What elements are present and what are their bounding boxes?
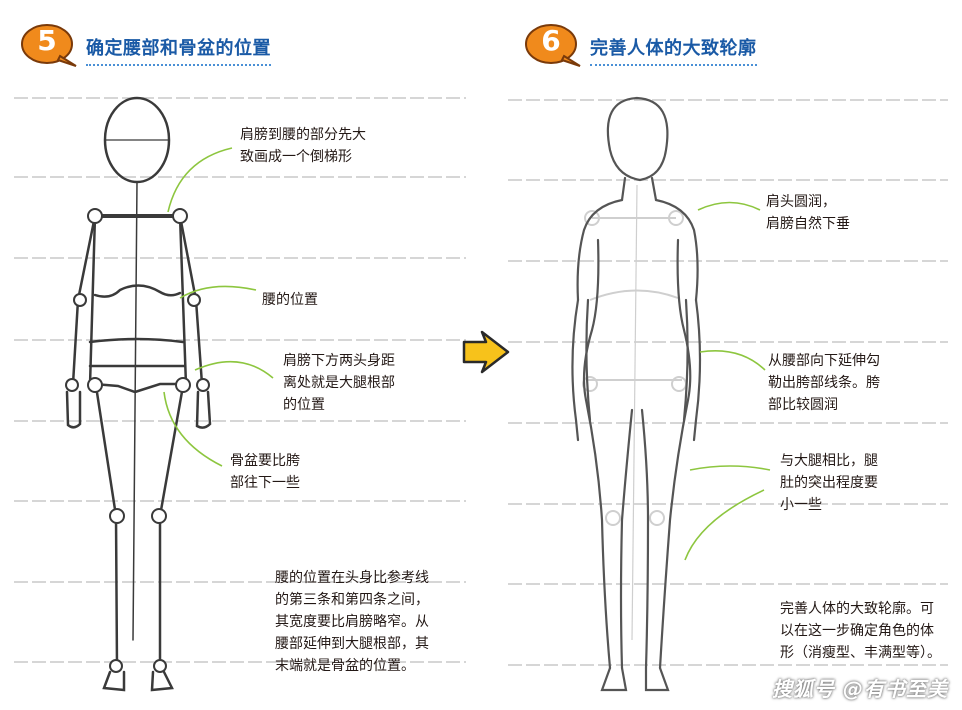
note-hip: 从腰部向下延伸勾 勒出胯部线条。胯 部比较圆润	[768, 353, 880, 413]
note-calf: 与大腿相比，腿 肚的突出程度要 小一些	[780, 453, 878, 513]
note-shoulder-waist: 肩膀到腰的部分先大 致画成一个倒梯形	[240, 127, 366, 165]
step-title: 完善人体的大致轮廓	[590, 34, 757, 66]
joint-circles	[65, 208, 210, 673]
head-ratio-guide-lines	[14, 97, 466, 663]
note-summary: 完善人体的大致轮廓。可 以在这一步确定角色的体 形（消瘦型、丰满型等）。	[780, 601, 941, 661]
step-number: 5	[37, 24, 57, 57]
step-5-panel: 5 确定腰部和骨盆的位置 肩膀到腰的部分先大 致画成一个倒梯形 腰的位置 肩膀下…	[0, 0, 480, 710]
note-pelvis: 骨盆要比胯 部往下一些	[230, 453, 300, 491]
step-6-panel: 6 完善人体的大致轮廓 肩头圆润， 肩膀自然下垂 从腰部向下延伸勾 勒出胯部线条…	[480, 0, 962, 710]
watermark: 搜狐号 @有书至美	[772, 677, 948, 701]
step-badge: 5	[20, 22, 80, 68]
note-waist: 腰的位置	[262, 292, 318, 308]
note-shoulder: 肩头圆润， 肩膀自然下垂	[766, 194, 850, 232]
annotation-leaders	[684, 201, 771, 561]
head-ratio-guide-lines	[508, 99, 948, 666]
arrow-right-icon	[462, 330, 510, 374]
step-title: 确定腰部和骨盆的位置	[86, 34, 271, 66]
figure-skeleton-drawing	[14, 96, 466, 692]
note-summary: 腰的位置在头身比参考线 的第三条和第四条之间， 其宽度要比肩膀略窄。从 腰部延伸…	[275, 570, 429, 674]
note-below-shoulder: 肩膀下方两头身距 离处就是大腿根部 的位置	[283, 353, 395, 413]
step-badge: 6	[524, 22, 584, 68]
step-number: 6	[541, 24, 561, 57]
figure-outline-drawing	[508, 96, 948, 692]
annotation-leaders	[163, 147, 274, 467]
